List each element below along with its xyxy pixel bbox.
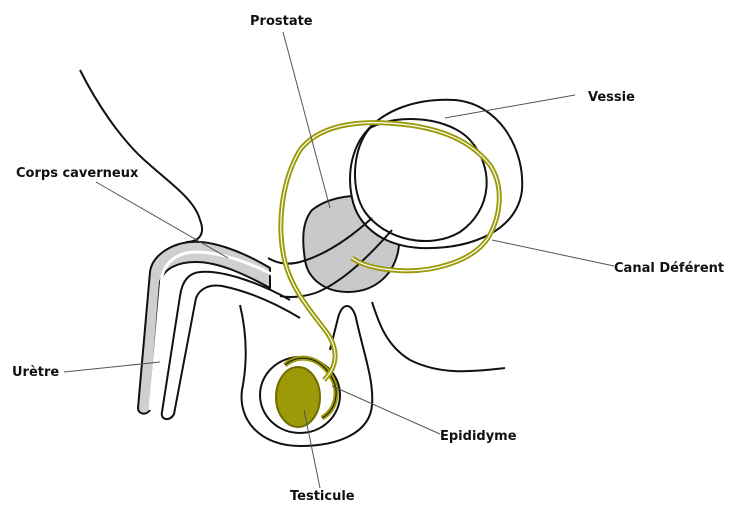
- label-epididyme: Epididyme: [440, 429, 517, 444]
- abdomen-outline: [80, 70, 202, 242]
- label-canal-deferent: Canal Déférent: [614, 261, 724, 276]
- bladder-inner: [355, 119, 487, 241]
- testicle-shape: [276, 367, 320, 427]
- label-corps-caverneux: Corps caverneux: [16, 166, 139, 181]
- label-prostate: Prostate: [250, 14, 313, 29]
- label-uretre: Urètre: [12, 365, 59, 380]
- label-testicule: Testicule: [290, 489, 355, 504]
- leader-prostate: [283, 32, 330, 208]
- leader-canal-deferent: [492, 240, 614, 266]
- leader-epididyme: [332, 386, 440, 434]
- leader-testicule: [304, 410, 320, 488]
- perineum-outline: [372, 302, 505, 371]
- leader-corps-caverneux: [96, 182, 228, 258]
- label-vessie: Vessie: [588, 90, 635, 105]
